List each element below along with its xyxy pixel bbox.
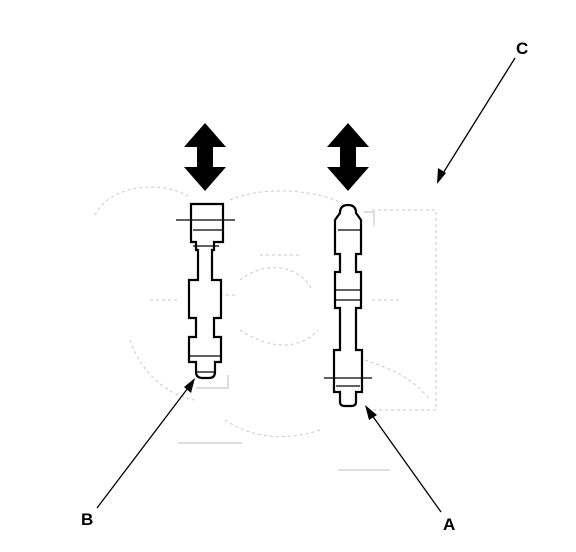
leader-line-b [96,378,195,509]
double-vertical-arrow-icon-right [327,123,369,191]
callout-b-label: B [81,510,93,529]
callout-c-label: C [516,39,528,58]
part-a-outline [324,203,372,408]
faint-background-drawing [94,186,437,471]
leader-line-c [437,57,516,184]
leader-line-a [365,405,442,513]
callout-a-label: A [443,515,455,534]
double-vertical-arrow-icon-left [184,123,226,191]
part-b-outline [176,202,235,380]
